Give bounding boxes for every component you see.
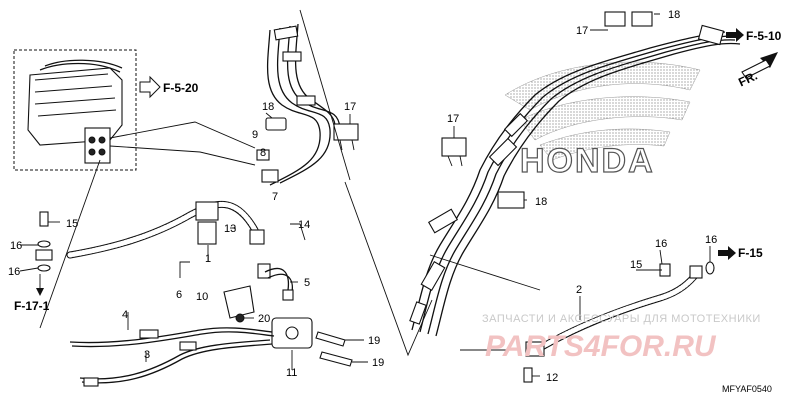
callout-5: 5 [304,277,310,289]
brake-pipes-3-4 [69,327,275,387]
front-pipe-bundle [256,23,341,186]
callout-16b: 16 [8,266,20,278]
diagram-code: MFYAF0540 [722,384,772,394]
watermark: ЗАПЧАСТИ И АКСЕССУАРЫ ДЛЯ МОТОТЕХНИКИ PA… [482,313,761,363]
callout-6: 6 [176,289,182,301]
ref-f510-label: F-5-10 [746,29,782,43]
callout-15a: 15 [66,218,78,230]
callout-16d: 16 [705,234,717,246]
callout-14: 14 [298,219,310,231]
callout-12: 12 [546,372,558,384]
ref-f520-label: F-5-20 [163,81,199,95]
three-way-joint [223,285,353,367]
callout-15b: 15 [630,259,642,271]
callout-numbers: 1 2 3 4 5 6 7 8 9 10 11 12 13 14 15 15 1… [8,9,717,384]
watermark-line2: PARTS4FOR.RU [485,330,717,363]
callout-8: 8 [260,147,266,159]
callout-9: 9 [252,129,258,141]
callout-13: 13 [224,223,236,235]
callout-4: 4 [122,309,128,321]
rear-pipe-bundle [409,11,741,337]
callout-2: 2 [576,284,582,296]
callout-19b: 19 [372,357,384,369]
callout-17c: 17 [576,25,588,37]
callout-7: 7 [272,191,278,203]
callout-19a: 19 [368,335,380,347]
callout-11: 11 [286,367,297,379]
callout-18b: 18 [535,196,547,208]
clamp-17-right [441,137,467,157]
callout-16c: 16 [655,238,667,250]
front-direction-arrow: FR. [736,52,778,89]
callout-20: 20 [258,313,270,325]
ref-arrow-f520[interactable]: F-5-20 [139,75,199,99]
honda-brand-text: HONDA [520,142,655,180]
callout-18a: 18 [262,101,274,113]
ref-arrow-f15[interactable]: F-15 [718,246,763,260]
callout-10: 10 [196,291,208,303]
honda-wing-logo: HONDA [504,61,701,181]
front-brake-hose [66,201,294,301]
watermark-line1: ЗАПЧАСТИ И АКСЕССУАРЫ ДЛЯ МОТОТЕХНИКИ [482,313,761,325]
rear-brake-hose [523,261,715,383]
ref-arrow-f510[interactable]: F-5-10 [726,28,782,43]
abs-modulator [13,49,137,171]
bolt-washer-left [35,211,53,296]
callout-17a: 17 [344,101,356,113]
ref-f171-label[interactable]: F-17-1 [14,299,50,313]
callout-18c: 18 [668,9,680,21]
callout-3: 3 [144,349,150,361]
callout-17b: 17 [447,113,459,125]
callout-16a: 16 [10,240,22,252]
ref-f15-label: F-15 [738,246,763,260]
clamp-18-left [265,117,287,131]
clamp-17-left [333,123,359,141]
clamp-18-right [497,191,525,209]
